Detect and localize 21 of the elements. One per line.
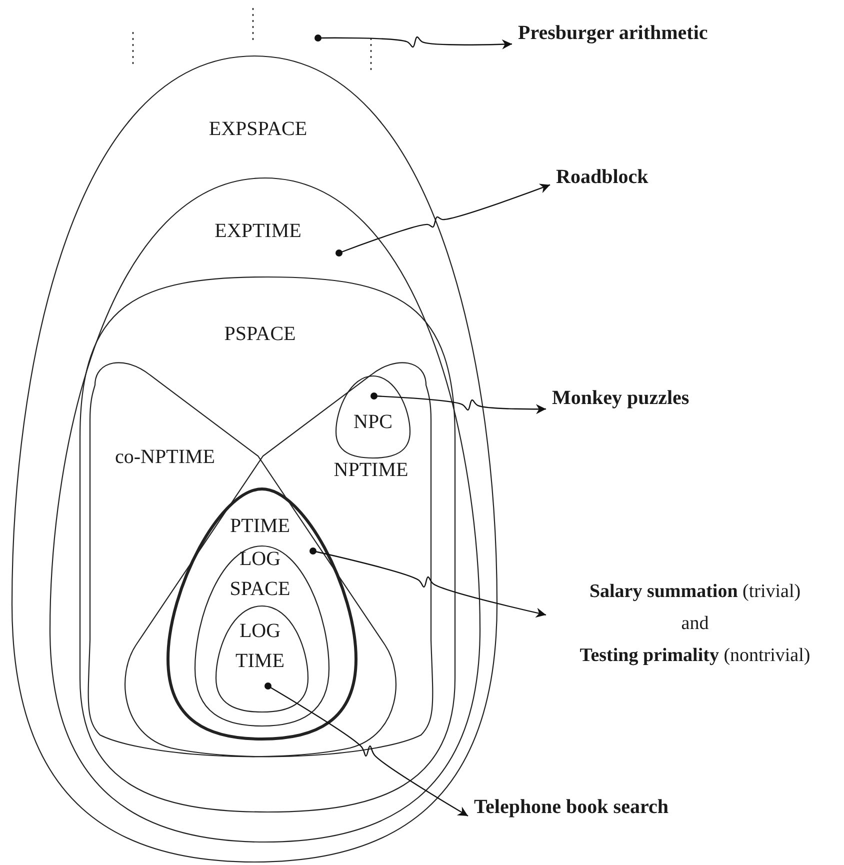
arrow: [314, 34, 512, 50]
arrow: [336, 184, 550, 256]
class-label: LOG SPACE: [228, 547, 292, 602]
class-label: EXPTIME: [214, 219, 302, 244]
class-label: NPC: [354, 410, 392, 435]
problem-label: Monkey puzzles: [552, 386, 690, 411]
class-label: NPTIME: [334, 458, 408, 483]
class-label: co-NPTIME: [115, 445, 215, 470]
problem-label: Roadblock: [556, 165, 648, 190]
class-label: LOG TIME: [234, 619, 286, 674]
problem-label: Salary summation (trivial): [589, 580, 801, 604]
class-label: PTIME: [230, 514, 290, 539]
problem-label: Telephone book search: [474, 795, 668, 820]
class-label: PSPACE: [224, 322, 296, 347]
arrow: [264, 682, 468, 817]
arrow: [310, 548, 546, 618]
problem-label: Testing primality (nontrivial): [580, 644, 810, 668]
problem-label: and: [681, 612, 709, 636]
problem-label: Presburger arithmetic: [518, 21, 708, 46]
class-label: EXPSPACE: [208, 117, 308, 142]
arrow: [370, 392, 546, 414]
